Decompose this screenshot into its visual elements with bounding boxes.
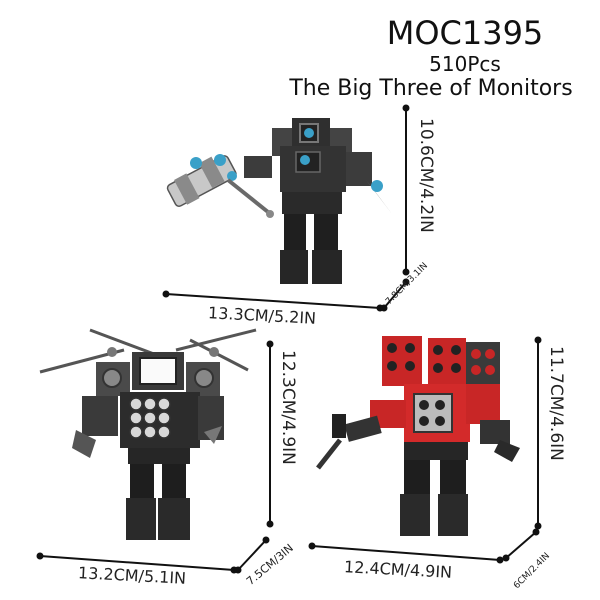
top-figure-height-label: 10.6CM/4.2IN [416, 118, 436, 233]
right-figure-height-label: 11.7CM/4.6IN [546, 346, 566, 461]
left-figure-image [39, 328, 257, 540]
top-figure-weapon [166, 154, 274, 218]
left-figure-height-label: 12.3CM/4.9IN [278, 350, 298, 465]
piece-count: 510Pcs [429, 52, 501, 76]
model-number: MOC1395 [386, 14, 544, 52]
product-subtitle: The Big Three of Monitors [289, 76, 573, 101]
dimension-lines [36, 104, 542, 574]
top-figure-image [166, 118, 392, 284]
right-figure-image [316, 336, 520, 536]
